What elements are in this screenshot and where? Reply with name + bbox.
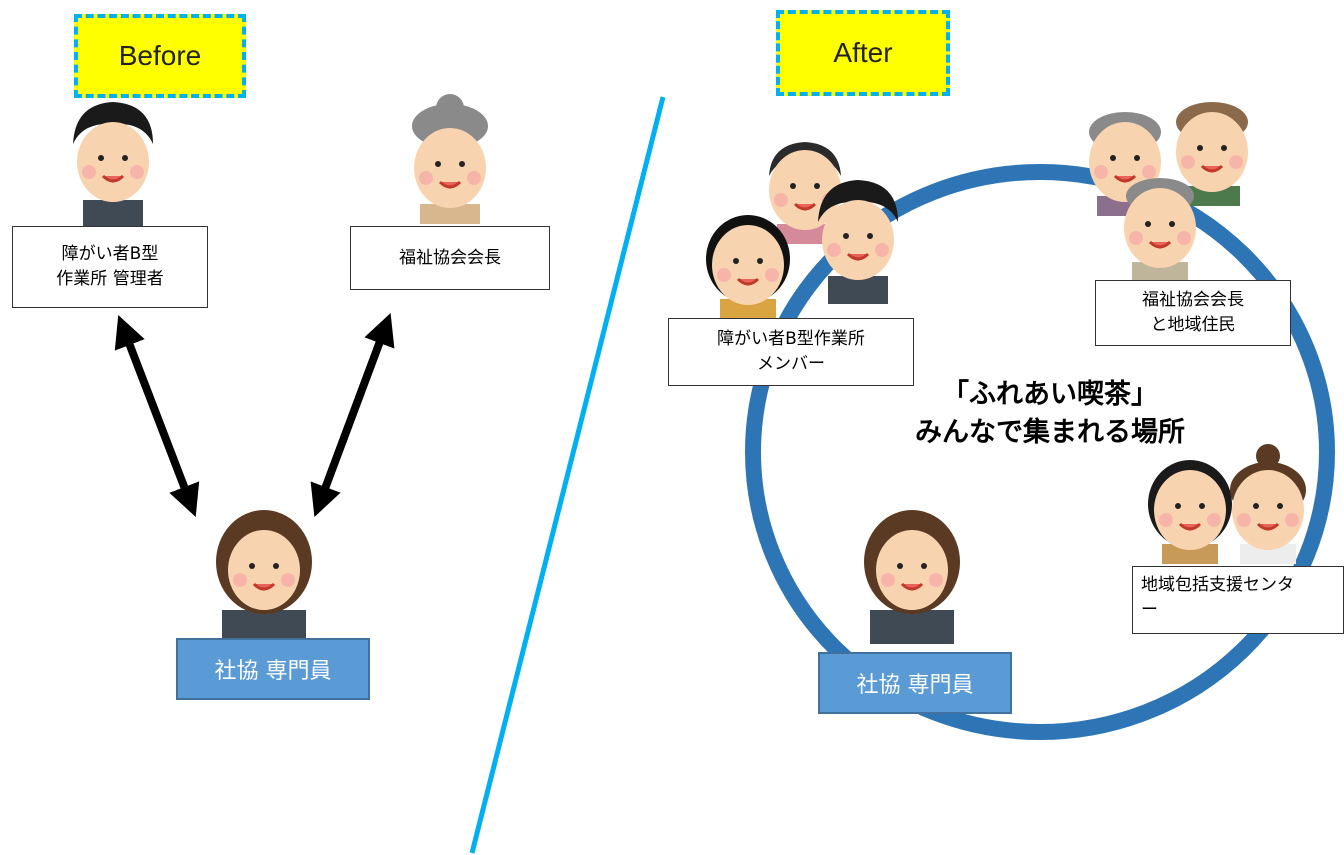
person-icon-staff-after (864, 510, 960, 644)
person-icon-manager (73, 102, 153, 230)
staff-label-after: 社協 専門員 (818, 652, 1012, 714)
welfare-residents-label: 福祉協会会長 と地域住民 (1095, 280, 1291, 346)
after-tag: After (776, 10, 950, 96)
double-arrow-icon-right (310, 313, 395, 517)
before-tag: Before (74, 14, 246, 98)
community-circle (745, 164, 1335, 740)
person-icon-support-2 (1230, 444, 1306, 564)
person-icon-resident-2 (1174, 102, 1250, 206)
person-icon-staff (216, 510, 312, 644)
manager-label: 障がい者B型 作業所 管理者 (12, 226, 208, 308)
members-label: 障がい者B型作業所 メンバー (668, 318, 914, 386)
staff-label-before: 社協 専門員 (176, 638, 370, 700)
person-icon-member-3 (818, 180, 898, 304)
person-icon-welfare-elder (412, 94, 488, 224)
person-icon-support-1 (1148, 460, 1232, 564)
double-arrow-icon-left (114, 315, 200, 517)
person-icon-member-1 (767, 142, 843, 244)
center-caption: 「ふれあい喫茶」 みんなで集まれる場所 (915, 379, 1185, 448)
person-icon-resident-3 (1122, 178, 1198, 282)
person-icon-member-2 (706, 215, 790, 319)
divider-line (469, 96, 666, 854)
welfare-label: 福祉協会会長 (350, 226, 550, 290)
support-center-label: 地域包括支援センタ ー (1132, 566, 1344, 634)
